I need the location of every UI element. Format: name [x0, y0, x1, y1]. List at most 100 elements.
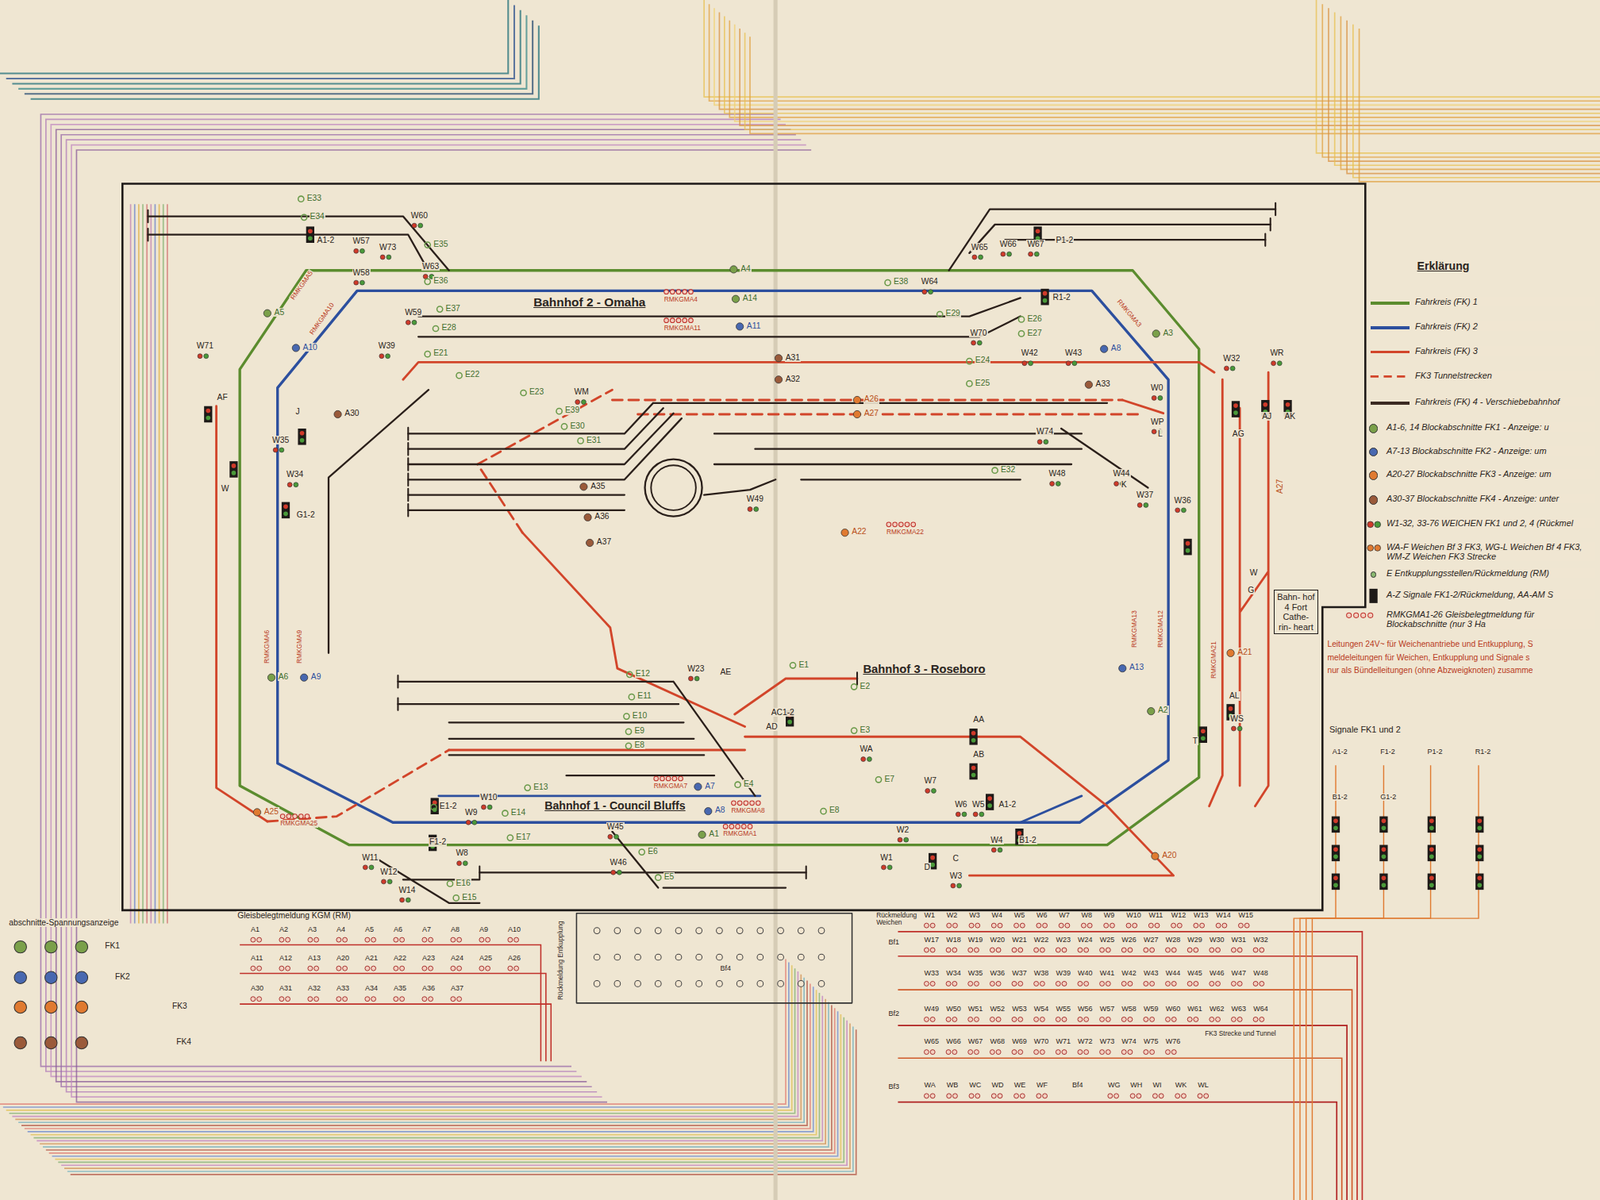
- block-indicator: [853, 410, 861, 418]
- switch-indicator: [472, 819, 477, 825]
- uncoupler-mark: [884, 280, 891, 286]
- text-label: nur als Bündelleitungen (ohne Abzweigkno…: [1326, 665, 1534, 675]
- table-terminal: [365, 996, 370, 1002]
- block-indicator: [267, 673, 275, 681]
- table-terminal: [716, 980, 724, 988]
- table-terminal: [946, 1050, 951, 1055]
- table-terminal: [1019, 1093, 1025, 1099]
- wire-bundle: [734, 24, 1600, 122]
- table-terminal: [1127, 1016, 1133, 1022]
- table-terminal: [997, 1093, 1003, 1099]
- switch-label: W63: [421, 261, 440, 271]
- text-label: AG: [1231, 429, 1246, 439]
- legend-dot: [1353, 612, 1359, 618]
- table-terminal: [1126, 923, 1131, 928]
- table-terminal: [696, 980, 703, 988]
- table-terminal: [507, 965, 513, 971]
- switch-indicator: [1065, 361, 1071, 366]
- uncoupler-label: E29: [945, 308, 962, 318]
- wire-bundle: [50, 124, 786, 1077]
- switch-label: W14: [397, 885, 416, 895]
- switch-label: W48: [1047, 469, 1066, 478]
- wire-bundle: [6, 4, 515, 79]
- table-terminal: [285, 937, 291, 943]
- switch-label: W63: [1230, 1005, 1248, 1014]
- switch-label: W3: [968, 911, 981, 920]
- table-terminal: [257, 937, 262, 943]
- wire-bundle: [719, 11, 1600, 109]
- switch-label: W21: [1011, 936, 1028, 945]
- switch-label: W66: [999, 239, 1018, 249]
- paper-fold: [773, 0, 778, 1200]
- uncoupler-mark: [734, 781, 741, 788]
- switch-label: W19: [967, 936, 985, 945]
- switch-label: WD: [990, 1081, 1004, 1090]
- switch-label: W25: [1099, 936, 1116, 945]
- text-label: FK3 Strecke und Tunnel: [1203, 1030, 1277, 1038]
- signal-light: [987, 796, 993, 801]
- occupancy-mark: [729, 824, 735, 830]
- block-label: A36: [593, 511, 610, 521]
- table-terminal: [1230, 1016, 1236, 1022]
- switch-label: W50: [945, 1005, 962, 1014]
- switch-indicator: [1180, 507, 1186, 513]
- signal-light: [1476, 819, 1482, 824]
- switch-label: W11: [1147, 911, 1164, 920]
- switch-indicator: [611, 869, 616, 875]
- text-label: AE: [719, 667, 732, 677]
- table-terminal: [923, 923, 929, 928]
- legend-line: [1370, 301, 1410, 305]
- occupancy-label: RMKGMA9: [296, 629, 304, 665]
- wire-bundle: [714, 7, 1600, 105]
- occupancy-mark: [743, 800, 749, 806]
- switch-label: W34: [285, 469, 304, 479]
- switch-label: W11: [361, 853, 379, 862]
- table-terminal: [757, 953, 764, 961]
- uncoupler-label: E14: [510, 807, 527, 817]
- table-terminal: [968, 947, 974, 953]
- table-terminal: [1209, 947, 1215, 953]
- switch-label: WE: [1013, 1081, 1027, 1090]
- switch-indicator: [273, 447, 278, 453]
- table-terminal: [1244, 923, 1250, 928]
- table-terminal: [757, 980, 764, 988]
- table-terminal: [1209, 980, 1215, 986]
- signal-light: [971, 773, 977, 778]
- occupancy-mark: [741, 824, 747, 830]
- voltage-indicator: [14, 971, 27, 984]
- text-label: K: [1120, 480, 1128, 489]
- signal-symbol: [969, 763, 977, 781]
- switch-indicator: [353, 280, 359, 285]
- block-indicator: [263, 309, 271, 317]
- switch-label: W71: [1054, 1038, 1072, 1047]
- occupancy-mark: [660, 776, 666, 781]
- signal-symbol: [1331, 845, 1340, 862]
- table-terminal: [450, 965, 456, 971]
- switch-label: W45: [1186, 969, 1204, 978]
- switch-indicator: [400, 897, 405, 903]
- legend-text: A1-6, 14 Blockabschnitte FK1 - Anzeige: …: [1385, 422, 1596, 432]
- switch-indicator: [1276, 361, 1282, 366]
- switch-label: W24: [1076, 936, 1094, 945]
- switch-label: W44: [1111, 469, 1131, 478]
- legend-dot: [1367, 521, 1374, 528]
- table-terminal: [428, 965, 434, 971]
- text-label: G1-2: [296, 510, 316, 520]
- wire-bundle: [61, 134, 797, 1088]
- voltage-indicator: [45, 1000, 58, 1013]
- signal-symbol: [1427, 816, 1436, 834]
- signal-light: [787, 719, 793, 725]
- block-label: A1-2: [997, 800, 1017, 809]
- uncoupler-label: E36: [432, 276, 449, 285]
- table-terminal: [1034, 1016, 1039, 1022]
- table-terminal: [1209, 1016, 1215, 1022]
- switch-indicator: [955, 811, 961, 817]
- uncoupler-mark: [625, 742, 631, 749]
- wire-bundle: [30, 989, 817, 1135]
- uncoupler-label: E11: [636, 691, 653, 700]
- table-wire: [897, 956, 1358, 1200]
- table-terminal: [514, 937, 520, 943]
- uncoupler-mark: [992, 467, 998, 474]
- table-terminal: [1215, 923, 1221, 928]
- occupancy-mark: [664, 318, 670, 324]
